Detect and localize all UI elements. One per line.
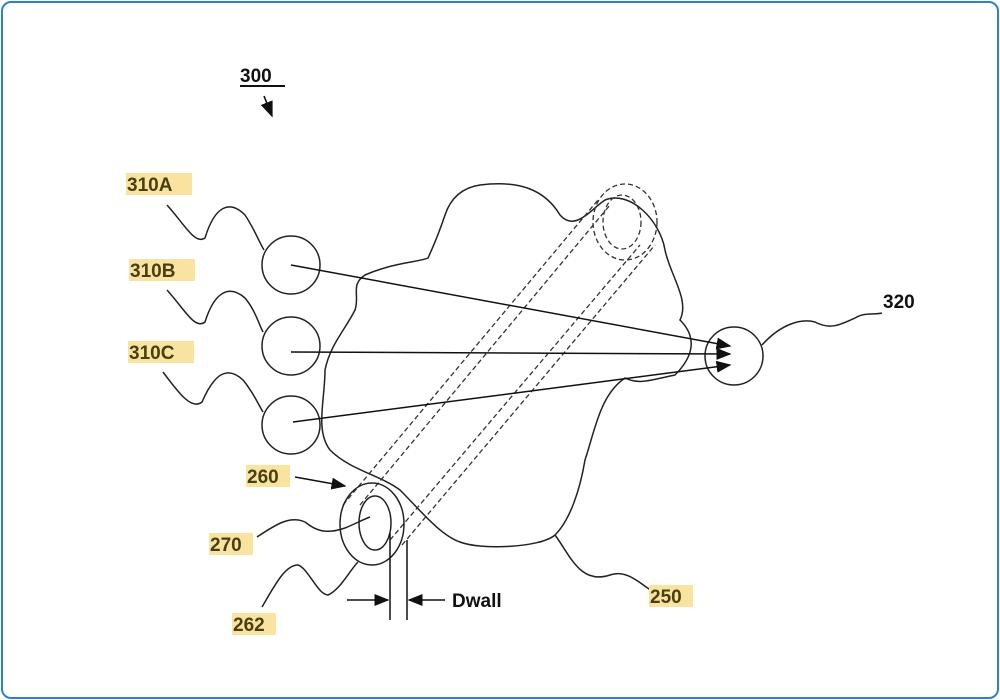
label-310b: 310B	[130, 261, 175, 282]
detector-circle	[705, 327, 763, 385]
leader-270	[257, 517, 370, 537]
ray-a-arrow	[291, 265, 730, 346]
label-320: 320	[883, 292, 915, 313]
label-310c: 310C	[129, 343, 175, 364]
label-262: 262	[233, 615, 265, 636]
tube-lumen-ellipse	[359, 496, 391, 550]
ray-b-arrow	[291, 352, 730, 354]
leader-310c	[163, 372, 263, 412]
ray-c-arrow	[293, 365, 730, 422]
dwall-label: Dwall	[452, 591, 502, 612]
figure-pointer-arrow	[264, 96, 272, 116]
leader-310a	[167, 205, 264, 250]
source-b-circle	[262, 317, 320, 375]
tube-edge-outer-right	[402, 245, 655, 545]
label-250: 250	[650, 587, 682, 608]
tube-end-inner	[603, 195, 641, 249]
label-310a: 310A	[127, 175, 173, 196]
figure-number: 300	[240, 66, 272, 87]
tube-wall-ellipse	[340, 483, 404, 565]
label-260: 260	[247, 467, 279, 488]
leader-310b	[167, 290, 263, 332]
leader-320	[762, 313, 882, 345]
label-270: 270	[210, 535, 242, 556]
source-c-circle	[262, 396, 320, 454]
body-outline	[322, 184, 691, 547]
leader-262	[262, 562, 358, 607]
pointer-260-arrow	[295, 477, 345, 486]
body-leader-line	[555, 535, 660, 595]
tube-edge-inner-left	[360, 205, 610, 505]
